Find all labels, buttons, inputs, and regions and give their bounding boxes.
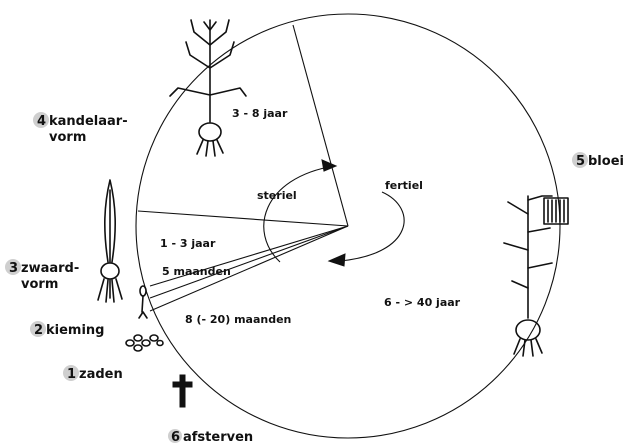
sector-line-left xyxy=(138,211,348,226)
stage-5-text: bloei xyxy=(588,154,624,169)
stage-3-text-line1: zwaard- xyxy=(21,261,79,276)
sprout-icon xyxy=(139,286,147,318)
steriel-label: steriel xyxy=(257,189,297,202)
stage-4-text-line2: vorm xyxy=(49,130,86,145)
stage-2-text: kieming xyxy=(46,323,104,338)
stage-1-number: 1 xyxy=(67,367,76,382)
stage-6-label: 6 afsterven xyxy=(168,429,253,443)
period-3-8-jaar: 3 - 8 jaar xyxy=(232,107,288,120)
stage-3-text-line2: vorm xyxy=(21,277,58,292)
flowering-plant-icon xyxy=(504,196,568,356)
stage-1-text: zaden xyxy=(79,367,123,382)
stage-6-text: afsterven xyxy=(183,430,253,443)
seeds-icon xyxy=(126,335,163,351)
period-8-20-maanden: 8 (- 20) maanden xyxy=(185,313,291,326)
arrowhead-steriel xyxy=(322,160,336,171)
sector-line-top xyxy=(293,25,348,226)
fertiel-label: fertiel xyxy=(385,179,423,192)
stage-1-label: 1 zaden xyxy=(63,365,123,382)
candelabra-plant-icon xyxy=(170,20,246,156)
stage-4-number: 4 xyxy=(37,114,46,129)
stage-3-number: 3 xyxy=(9,261,18,276)
cross-icon xyxy=(173,375,192,407)
stage-4-text-line1: kandelaar- xyxy=(49,114,128,129)
period-6-40-jaar: 6 - > 40 jaar xyxy=(384,296,461,309)
stage-5-number: 5 xyxy=(576,154,585,169)
stage-6-number: 6 xyxy=(171,430,180,443)
stage-3-label: 3 zwaard- vorm xyxy=(5,259,79,292)
arrowhead-fertiel xyxy=(329,254,345,266)
stage-2-number: 2 xyxy=(34,323,43,338)
sword-plant-icon xyxy=(98,180,122,302)
stage-2-label: 2 kieming xyxy=(30,321,104,338)
stage-4-label: 4 kandelaar- vorm xyxy=(33,112,128,145)
stage-5-label: 5 bloei xyxy=(572,152,624,169)
period-5-maanden: 5 maanden xyxy=(162,265,231,278)
period-1-3-jaar: 1 - 3 jaar xyxy=(160,237,216,250)
